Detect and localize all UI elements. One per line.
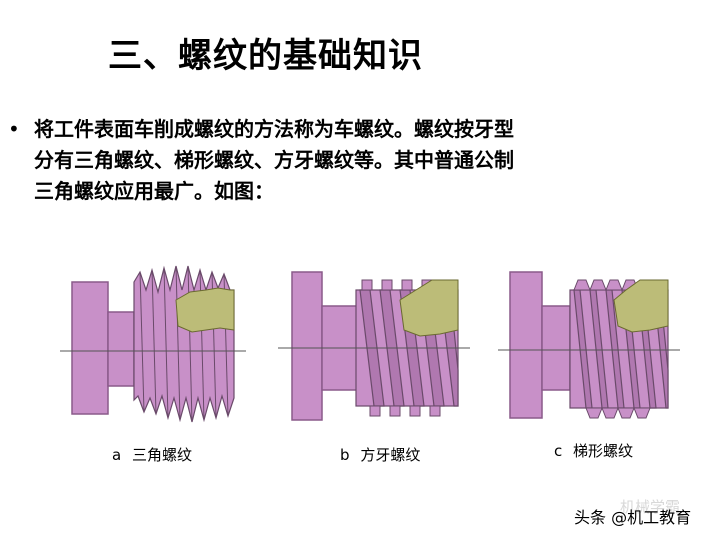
caption-c: c 梯形螺纹 bbox=[554, 442, 633, 460]
bullet-icon: • bbox=[8, 117, 20, 141]
body-paragraph: • 将工件表面车削成螺纹的方法称为车螺纹。螺纹按牙型 分有三角螺纹、梯形螺纹、方… bbox=[8, 114, 713, 207]
watermark-faint-text: 机械学霸 bbox=[620, 498, 681, 516]
trapezoidal-thread-bolt bbox=[498, 271, 680, 419]
triangular-thread-bolt bbox=[60, 265, 246, 423]
caption-b-label: 方牙螺纹 bbox=[360, 446, 420, 464]
paragraph-line-3: 三角螺纹应用最广。如图： bbox=[34, 179, 274, 203]
caption-a-label: 三角螺纹 bbox=[132, 446, 192, 464]
slide-title: 三、螺纹的基础知识 bbox=[108, 36, 423, 76]
caption-a-letter: a bbox=[112, 446, 121, 464]
square-thread-bolt bbox=[278, 271, 470, 421]
paragraph-line-2: 分有三角螺纹、梯形螺纹、方牙螺纹等。其中普通公制 bbox=[34, 148, 514, 172]
caption-a: a 三角螺纹 bbox=[112, 446, 192, 464]
caption-c-letter: c bbox=[554, 442, 562, 460]
caption-b-letter: b bbox=[340, 446, 350, 464]
paragraph-line-1: 将工件表面车削成螺纹的方法称为车螺纹。螺纹按牙型 bbox=[34, 117, 514, 141]
watermark-text: 头条 @机工教育 bbox=[574, 508, 692, 527]
caption-c-label: 梯形螺纹 bbox=[573, 442, 633, 460]
watermark: 机械学霸 头条 @机工教育 bbox=[574, 498, 706, 528]
caption-b: b 方牙螺纹 bbox=[340, 446, 420, 464]
